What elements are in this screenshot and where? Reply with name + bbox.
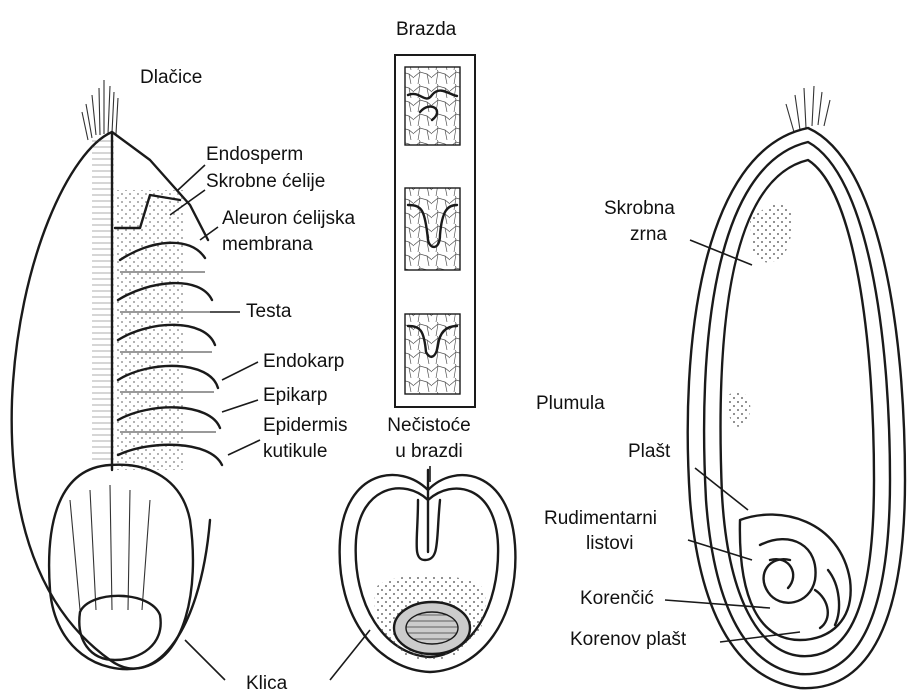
germ-embryo [49,465,193,669]
label-skrobna-line1: Skrobna [604,197,675,220]
label-epidermis-line1: Epidermis [263,414,347,437]
label-aleuron-line2: membrana [222,233,313,256]
label-endosperm: Endosperm [206,143,303,166]
whole-grain-cutaway [12,80,222,669]
label-brazda: Brazda [396,18,456,41]
label-plast: Plašt [628,440,670,463]
hairs-brush-right [786,86,830,132]
label-necistoce-line2: u brazdi [374,440,484,463]
label-korencic: Korenčić [580,587,654,610]
grain-cross-section [340,470,516,672]
label-necistoce-line1: Nečistoće [374,414,484,437]
label-testa: Testa [246,300,291,323]
label-dlacice: Dlačice [140,66,202,89]
longitudinal-section [688,86,905,688]
label-aleuron-line1: Aleuron ćelijska [222,207,355,230]
label-epidermis-line2: kutikule [263,440,327,463]
crease-panel [395,55,475,407]
label-klica: Klica [246,672,287,695]
label-endokarp: Endokarp [263,350,344,373]
label-rudimentarni-line1: Rudimentarni [544,507,657,530]
label-epikarp: Epikarp [263,384,327,407]
label-plumula: Plumula [536,392,605,415]
embryo-right [740,515,851,640]
label-skrobne-celije: Skrobne ćelije [206,170,325,193]
label-rudimentarni-line2: listovi [586,532,634,555]
label-skrobna-line2: zrna [630,223,667,246]
label-korenov-plast: Korenov plašt [570,628,686,651]
